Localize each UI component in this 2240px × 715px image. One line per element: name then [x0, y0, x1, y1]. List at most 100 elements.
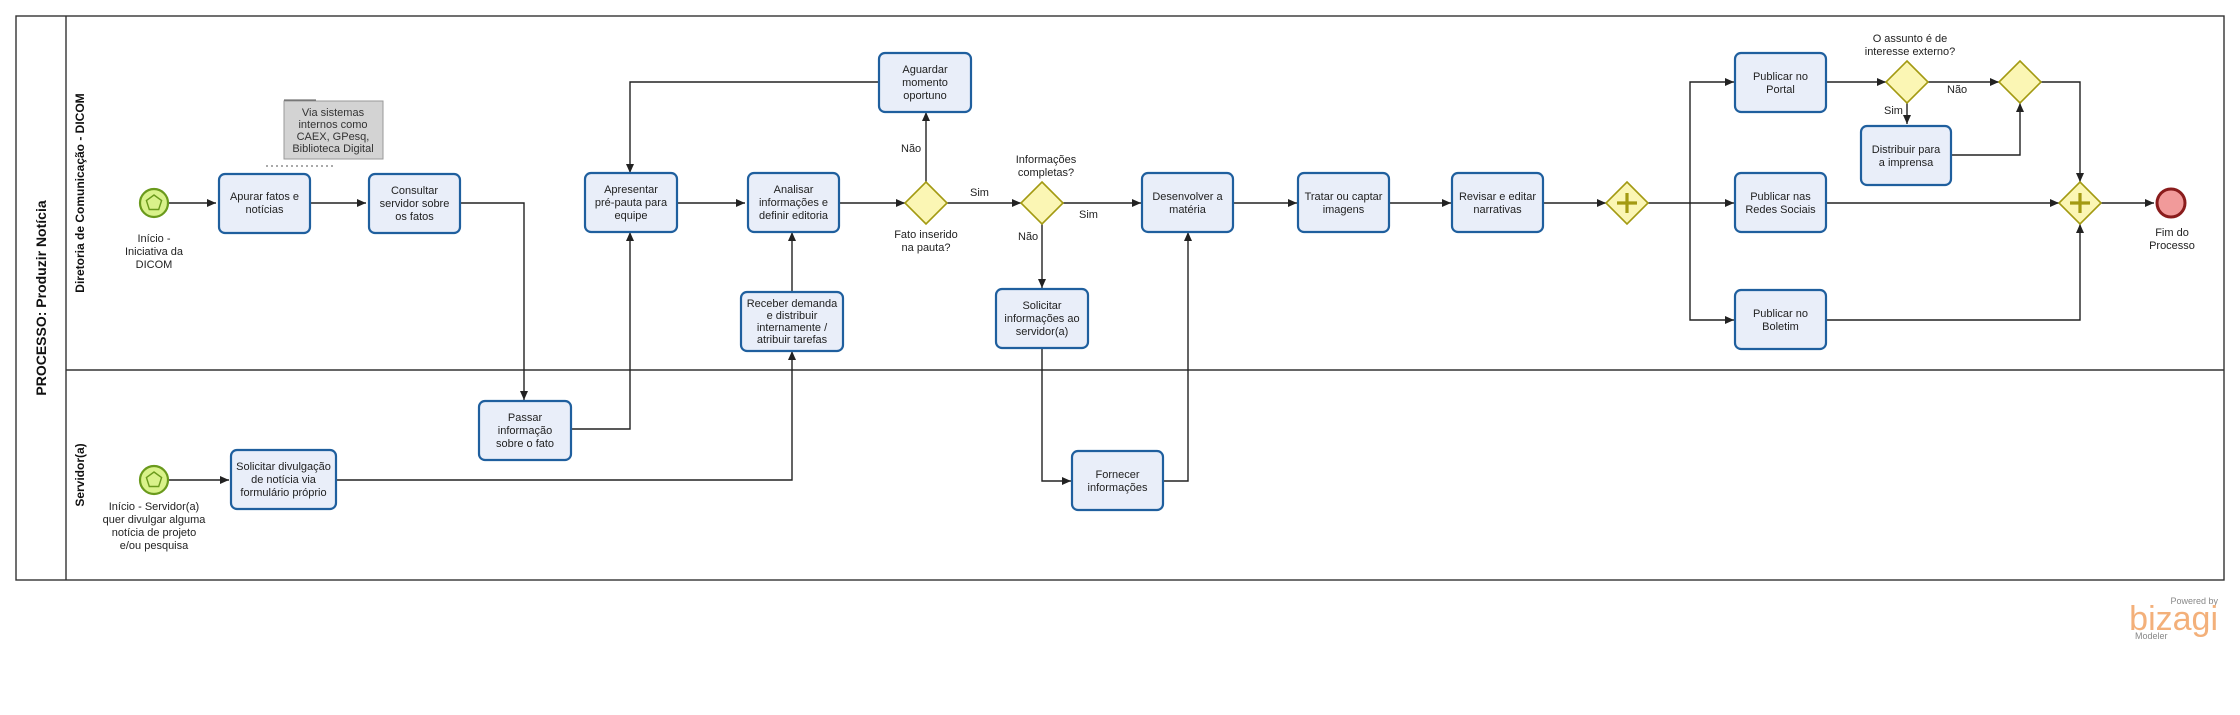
task-receber[interactable]: Receber demanda e distribuir internament… [739, 290, 845, 353]
svg-text:informação: informação [498, 425, 552, 437]
label-sim-info: Sim [1079, 209, 1098, 221]
gateway-parallel-join[interactable] [2057, 180, 2103, 226]
gateway-informacoes-completas[interactable] [1019, 180, 1065, 226]
svg-text:Receber demanda: Receber demanda [747, 298, 838, 310]
svg-text:definir editoria: definir editoria [759, 210, 829, 222]
svg-text:Boletim: Boletim [1762, 321, 1799, 333]
svg-text:informações e: informações e [759, 197, 828, 209]
svg-text:interesse externo?: interesse externo? [1865, 46, 1956, 58]
svg-text:Fim do: Fim do [2155, 227, 2189, 239]
svg-text:na pauta?: na pauta? [902, 242, 951, 254]
gateway-merge-externo[interactable] [1997, 59, 2043, 105]
svg-text:Analisar: Analisar [774, 184, 814, 196]
end-event[interactable] [2155, 187, 2187, 219]
task-publicar-portal[interactable]: Publicar no Portal [1733, 51, 1828, 114]
gateway-parallel-split[interactable] [1604, 180, 1650, 226]
task-solicitar-divulgacao[interactable]: Solicitar divulgação de notícia via form… [229, 448, 338, 511]
svg-text:Consultar: Consultar [391, 185, 438, 197]
svg-text:Processo: Processo [2149, 240, 2195, 252]
end-event-label: Fim do Processo [2149, 227, 2195, 252]
task-aguardar[interactable]: Aguardar momento oportuno [877, 51, 973, 114]
svg-text:e distribuir: e distribuir [767, 310, 818, 322]
svg-text:Aguardar: Aguardar [902, 64, 948, 76]
svg-text:oportuno: oportuno [903, 90, 946, 102]
svg-text:imagens: imagens [1323, 204, 1365, 216]
label-sim-externo: Sim [1884, 105, 1903, 117]
flow-consultar-passar [460, 202, 528, 400]
task-revisar[interactable]: Revisar e editar narrativas [1450, 171, 1545, 234]
flow-solicitar-fornecer [1041, 348, 1071, 485]
flow-merge-join [2041, 81, 2084, 182]
svg-text:os fatos: os fatos [395, 211, 434, 223]
svg-text:narrativas: narrativas [1473, 204, 1522, 216]
lane-title-servidor: Servidor(a) [73, 443, 87, 506]
task-desenvolver[interactable]: Desenvolver a matéria [1140, 171, 1235, 234]
svg-text:completas?: completas? [1018, 167, 1074, 179]
svg-text:quer divulgar alguma: quer divulgar alguma [103, 514, 207, 526]
svg-text:informações ao: informações ao [1004, 313, 1079, 325]
annotation-line-4: Biblioteca Digital [292, 143, 373, 155]
start-event-servidor[interactable] [138, 464, 170, 496]
brand-text: bizagi [2129, 600, 2218, 638]
label-sim-fato: Sim [970, 187, 989, 199]
svg-text:Informações: Informações [1016, 154, 1077, 166]
svg-text:Redes Sociais: Redes Sociais [1745, 204, 1816, 216]
svg-text:O assunto é de: O assunto é de [1873, 33, 1948, 45]
svg-text:equipe: equipe [614, 210, 647, 222]
svg-text:Publicar nas: Publicar nas [1750, 191, 1811, 203]
svg-text:DICOM: DICOM [136, 259, 173, 271]
task-solicitar-informacoes[interactable]: Solicitar informações ao servidor(a) [994, 287, 1090, 350]
svg-text:Desenvolver a: Desenvolver a [1152, 191, 1223, 203]
svg-text:formulário próprio: formulário próprio [240, 487, 326, 499]
svg-text:internamente /: internamente / [757, 322, 828, 334]
svg-text:Apresentar: Apresentar [604, 184, 658, 196]
gateway-fato-inserido[interactable] [903, 180, 949, 226]
start-event-servidor-label: Início - Servidor(a) quer divulgar algum… [103, 501, 207, 552]
flow-split-portal [1689, 78, 1734, 203]
svg-text:Tratar ou captar: Tratar ou captar [1305, 191, 1383, 203]
task-passar-informacao[interactable]: Passar informação sobre o fato [477, 399, 573, 462]
sequence-flows [169, 78, 2154, 485]
text-annotation: Via sistemas internos como CAEX, GPesq, … [266, 99, 384, 167]
bizagi-logo: Powered by bizagi Modeler [2129, 596, 2218, 641]
svg-text:notícia de projeto: notícia de projeto [112, 527, 196, 539]
task-distribuir-imprensa[interactable]: Distribuir para a imprensa [1859, 124, 1953, 187]
pool-title: PROCESSO: Produzir Notícia [33, 200, 49, 395]
start-event-dicom-label: Início - Iniciativa da DICOM [125, 233, 184, 271]
task-tratar[interactable]: Tratar ou captar imagens [1296, 171, 1391, 234]
start-event-dicom[interactable] [138, 187, 170, 219]
task-apurar[interactable]: Apurar fatos e notícias [217, 172, 312, 235]
label-nao-externo: Não [1947, 84, 1967, 96]
svg-text:atribuir tarefas: atribuir tarefas [757, 334, 828, 346]
task-analisar[interactable]: Analisar informações e definir editoria [746, 171, 841, 234]
svg-text:Portal: Portal [1766, 84, 1795, 96]
svg-text:Solicitar divulgação: Solicitar divulgação [236, 461, 331, 473]
gateway-interesse-externo-label: O assunto é de interesse externo? [1865, 33, 1956, 58]
svg-text:Passar: Passar [508, 412, 543, 424]
flow-aguardar-apresentar [626, 81, 879, 173]
product-text: Modeler [2135, 631, 2168, 641]
flow-solicitar-receber [336, 351, 796, 481]
task-publicar-boletim[interactable]: Publicar no Boletim [1733, 288, 1828, 351]
svg-text:servidor(a): servidor(a) [1016, 326, 1069, 338]
svg-text:servidor sobre: servidor sobre [380, 198, 450, 210]
svg-text:Publicar no: Publicar no [1753, 71, 1808, 83]
flow-labels: Não Sim Sim Não Sim Não [901, 84, 1967, 243]
svg-text:Fato inserido: Fato inserido [894, 229, 958, 241]
label-nao-info: Não [1018, 231, 1038, 243]
task-fornecer-informacoes[interactable]: Fornecer informações [1070, 449, 1165, 512]
flow-split-boletim [1689, 203, 1734, 324]
task-publicar-redes[interactable]: Publicar nas Redes Sociais [1733, 171, 1828, 234]
task-apresentar[interactable]: Apresentar pré-pauta para equipe [583, 171, 679, 234]
gateway-interesse-externo[interactable] [1884, 59, 1930, 105]
svg-text:pré-pauta para: pré-pauta para [595, 197, 668, 209]
svg-text:informações: informações [1088, 482, 1148, 494]
svg-text:Solicitar: Solicitar [1022, 300, 1061, 312]
svg-text:Início -: Início - [137, 233, 170, 245]
task-consultar[interactable]: Consultar servidor sobre os fatos [367, 172, 462, 235]
svg-text:notícias: notícias [246, 204, 284, 216]
svg-text:Iniciativa da: Iniciativa da [125, 246, 184, 258]
svg-text:Publicar no: Publicar no [1753, 308, 1808, 320]
svg-text:momento: momento [902, 77, 948, 89]
